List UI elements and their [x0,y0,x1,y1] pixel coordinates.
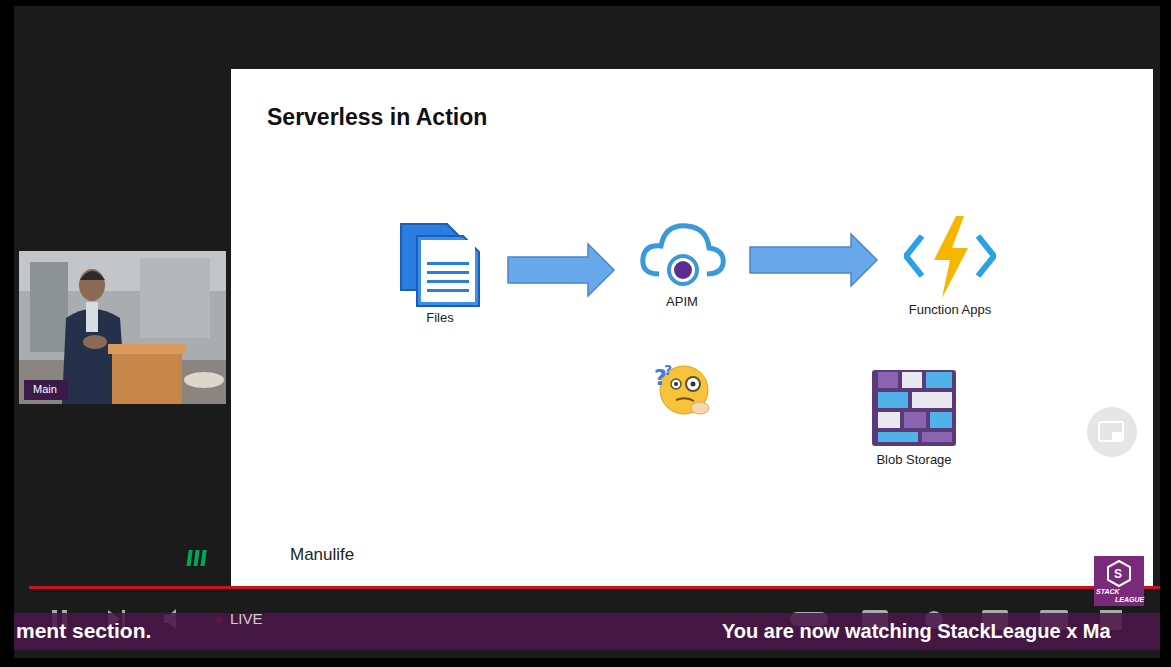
stackleague-logo: S [1094,556,1144,606]
manulife-mark [186,550,206,566]
block-arrow [750,234,877,286]
svg-text:S: S [1114,567,1122,581]
ticker-text: You are now watching StackLeague x Ma [722,620,1111,642]
node-label: APIM [628,294,736,310]
apim-icon [637,216,727,292]
webcam-view [19,251,226,404]
camera-tag: Main [33,383,57,395]
svg-text:?: ? [664,362,672,378]
live-indicator: LIVE [230,611,263,628]
node-label: Blob Storage [860,452,968,468]
pip-button [1087,407,1137,457]
progress-bar [29,586,1160,589]
company-logo-text: Manulife [290,546,354,565]
logo-text: LEAGUE [1115,596,1144,604]
slide-title: Serverless in Action [267,104,487,131]
block-arrow [508,244,614,296]
ticker-band [14,613,1160,650]
ticker-text: ment section. [16,619,151,642]
service-node: APIM [628,216,736,310]
node-label: Files [386,310,494,326]
thinking-emoji: ? ? [654,362,709,414]
function-apps-icon [904,214,996,300]
blob-storage-icon [870,368,958,450]
service-node: Files [386,220,494,326]
service-node: Function Apps [891,214,1009,318]
logo-text: STACK [1096,588,1120,596]
service-node: Blob Storage [860,368,968,468]
node-label: Function Apps [891,302,1009,318]
files-icon [397,220,483,308]
